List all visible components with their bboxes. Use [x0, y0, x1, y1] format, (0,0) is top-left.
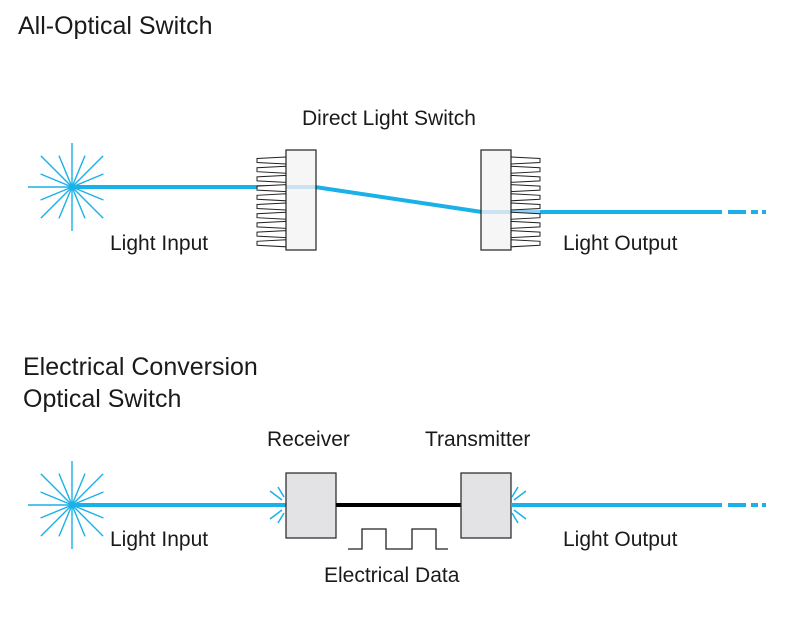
- top-light-input-label: Light Input: [110, 232, 208, 255]
- comb-tooth: [510, 165, 541, 174]
- input-mirror-comb-icon: [256, 149, 317, 251]
- square-wave-icon: [348, 528, 448, 550]
- bottom-title-line2: Optical Switch: [23, 385, 181, 413]
- starburst-ray: [71, 473, 104, 506]
- direct-light-switch-label: Direct Light Switch: [302, 107, 476, 130]
- starburst-ray: [40, 155, 73, 188]
- starburst-ray: [40, 491, 73, 506]
- starburst-ray: [40, 504, 73, 519]
- light-source-starburst-icon: [28, 143, 116, 231]
- comb-tooth: [510, 239, 541, 248]
- bottom-title-line1: Electrical Conversion: [23, 353, 258, 381]
- comb-tooth: [510, 184, 541, 193]
- starburst-ray: [71, 504, 104, 519]
- electrical-data-label: Electrical Data: [324, 564, 460, 587]
- starburst-ray: [58, 473, 73, 506]
- output-mirror-comb-icon: [480, 149, 541, 251]
- receiver-box: [285, 472, 337, 539]
- starburst-ray: [71, 186, 104, 201]
- starburst-ray: [71, 173, 104, 188]
- comb-tooth: [256, 202, 287, 211]
- comb-tooth: [510, 202, 541, 211]
- starburst-ray: [71, 504, 86, 537]
- comb-tooth: [256, 220, 287, 229]
- comb-tooth: [256, 174, 287, 183]
- starburst-ray: [40, 186, 73, 201]
- starburst-ray: [71, 504, 104, 537]
- top-title: All-Optical Switch: [18, 12, 213, 40]
- starburst-ray: [71, 155, 104, 188]
- comb-tooth: [510, 174, 541, 183]
- starburst-ray: [71, 491, 104, 506]
- comb-tooth: [510, 156, 541, 165]
- comb-tooth: [510, 193, 541, 202]
- starburst-ray: [71, 155, 86, 188]
- bottom-light-output-label: Light Output: [563, 528, 678, 551]
- comb-tooth: [256, 239, 287, 248]
- starburst-ray: [71, 186, 104, 219]
- starburst-ray: [58, 186, 73, 219]
- comb-tooth: [510, 230, 541, 239]
- starburst-ray: [40, 173, 73, 188]
- comb-tooth: [256, 156, 287, 165]
- transmitter-box: [460, 472, 512, 539]
- transmitter-spark-icon: [511, 486, 527, 524]
- comb-tooth: [256, 165, 287, 174]
- comb-tooth: [256, 230, 287, 239]
- starburst-ray: [71, 473, 86, 506]
- light-source-starburst-icon: [28, 461, 116, 549]
- comb-tooth: [256, 184, 287, 193]
- starburst-ray: [40, 473, 73, 506]
- top-light-output-label: Light Output: [563, 232, 678, 255]
- comb-tooth: [510, 220, 541, 229]
- starburst-ray: [58, 155, 73, 188]
- transmitter-label: Transmitter: [425, 428, 530, 451]
- receiver-spark-icon: [269, 486, 285, 524]
- starburst-ray: [71, 186, 86, 219]
- comb-tooth: [256, 193, 287, 202]
- starburst-ray: [40, 186, 73, 219]
- starburst-ray: [40, 504, 73, 537]
- starburst-ray: [58, 504, 73, 537]
- comb-tooth: [510, 211, 541, 220]
- comb-tooth: [256, 211, 287, 220]
- receiver-label: Receiver: [267, 428, 350, 451]
- bottom-light-input-label: Light Input: [110, 528, 208, 551]
- top-light-beam: [72, 185, 766, 214]
